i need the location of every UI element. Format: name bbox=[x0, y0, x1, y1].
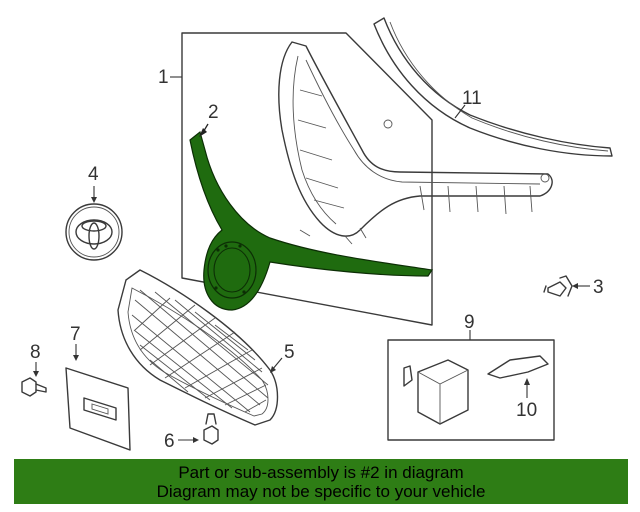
banner-line-2: Diagram may not be specific to your vehi… bbox=[156, 481, 486, 501]
part-11-upper-trim[interactable] bbox=[373, 17, 613, 157]
part-9-sensor-box[interactable] bbox=[387, 330, 555, 441]
callout-8: 8 bbox=[30, 342, 41, 363]
part-6-bolt[interactable] bbox=[178, 413, 219, 445]
callout-6: 6 bbox=[164, 431, 175, 452]
part-3-clip[interactable] bbox=[543, 275, 590, 297]
callout-1: 1 bbox=[158, 67, 169, 88]
info-banner: Part or sub-assembly is #2 in diagram Di… bbox=[14, 459, 628, 504]
part-10-bracket-leader bbox=[524, 378, 530, 398]
callout-5: 5 bbox=[284, 342, 295, 363]
part-5-lower-grille[interactable] bbox=[117, 269, 283, 426]
banner-line-1: Part or sub-assembly is #2 in diagram bbox=[178, 462, 464, 482]
part-7-license-bracket[interactable] bbox=[65, 344, 131, 451]
item-1-group-box bbox=[181, 32, 433, 326]
callout-2: 2 bbox=[208, 102, 219, 123]
callout-7: 7 bbox=[70, 324, 81, 345]
callout-11: 11 bbox=[462, 88, 482, 109]
part-4-emblem[interactable] bbox=[65, 186, 123, 261]
part-8-screw[interactable] bbox=[21, 362, 47, 397]
part-2-grille-garnish-highlighted[interactable] bbox=[189, 123, 434, 311]
callout-4: 4 bbox=[88, 164, 99, 185]
callout-10: 10 bbox=[516, 400, 537, 421]
part-1-grille-frame[interactable] bbox=[170, 41, 553, 245]
callout-3: 3 bbox=[593, 277, 604, 298]
callout-9: 9 bbox=[464, 312, 475, 333]
